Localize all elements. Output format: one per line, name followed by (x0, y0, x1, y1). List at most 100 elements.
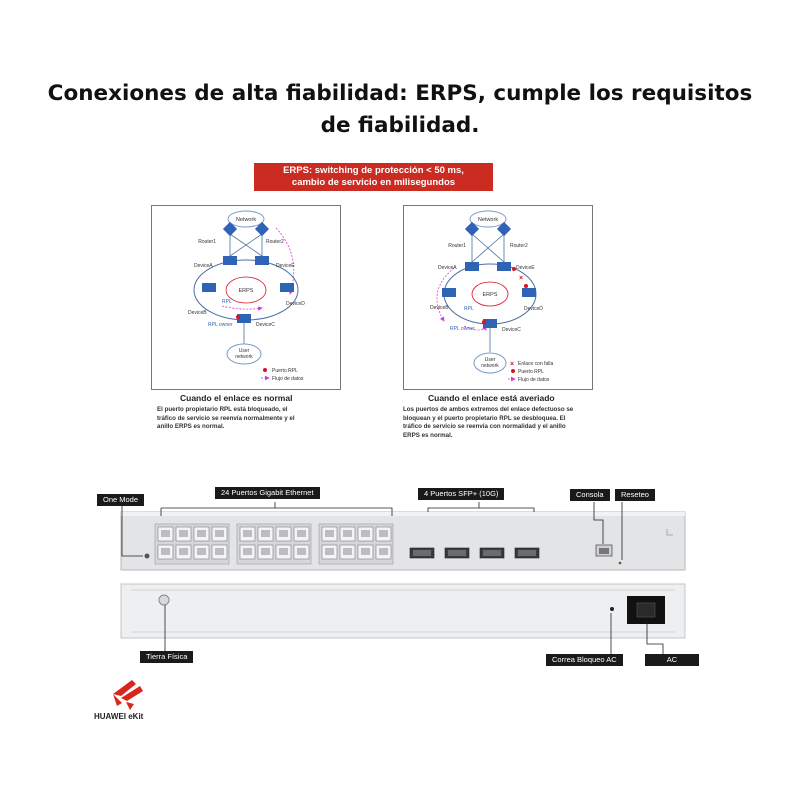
callout-lock: Correa Bloqueo AC (546, 654, 623, 666)
rj45-port-contact (161, 530, 170, 537)
rj45-port (321, 544, 338, 560)
rj45-port-contact (215, 548, 224, 555)
deviceA-label: DeviceA (194, 263, 213, 269)
rj45-port (357, 526, 374, 542)
rj45-port (157, 526, 174, 542)
console-port (595, 544, 613, 557)
sfp-port (444, 547, 470, 559)
rj45-port (293, 526, 310, 542)
switch-back-panel (120, 583, 686, 639)
rj45-port (157, 544, 174, 560)
erps-normal-svg: Network ERPS Router1 Router2 DeviceA Dev… (188, 210, 305, 382)
rj45-port (239, 526, 256, 542)
rj45-port-contact (361, 548, 370, 555)
rj45-block-1 (154, 523, 230, 565)
rj45-port-contact (197, 530, 206, 537)
deviceA-icon (465, 262, 479, 271)
rj45-port-contact (343, 530, 352, 537)
user-network-cloud (226, 343, 262, 365)
rj45-port-contact (243, 548, 252, 555)
deviceA-icon (223, 256, 237, 265)
rj45-port-contact (343, 548, 352, 555)
deviceD-label: DeviceD (286, 301, 305, 307)
sfp-port (409, 547, 435, 559)
rj45-port (375, 544, 392, 560)
rj45-port (175, 526, 192, 542)
rj45-port-contact (179, 548, 188, 555)
rj45-port (193, 526, 210, 542)
rj45-port (239, 544, 256, 560)
network-label: Network (236, 217, 256, 223)
legend-flow-label: Flujo de datos (518, 377, 550, 383)
rj45-port-contact (279, 548, 288, 555)
erps-fault-diagram: Network ERPS Router1 Router2 DeviceA Dev… (403, 205, 593, 390)
rj45-block-2 (236, 523, 312, 565)
rpl-port-dot (236, 315, 240, 319)
fault-x-icon: × (519, 275, 523, 282)
erps-banner: ERPS: switching de protección < 50 ms, c… (254, 163, 493, 191)
user-network-label-1: User (485, 357, 496, 363)
desc-normal-line-3: anillo ERPS es normal. (157, 423, 225, 430)
fault-port-dot-1 (512, 267, 516, 271)
rj45-port (175, 544, 192, 560)
erps-label: ERPS (239, 288, 254, 294)
deviceD-label: DeviceD (524, 306, 543, 312)
rj45-port-contact (161, 548, 170, 555)
router1-label: Router1 (198, 239, 216, 245)
fault-port-dot-2 (524, 284, 528, 288)
sfp-port-group (409, 547, 540, 559)
deviceC-label: DeviceC (502, 327, 521, 333)
data-flow-path-2 (221, 305, 263, 311)
rj45-port-contact (297, 530, 306, 537)
rj45-port (257, 544, 274, 560)
desc-fault-line-3: tráfico de servicio se reenvía con norma… (403, 423, 566, 430)
desc-fault-line-1: Los puertos de ambos extremos del enlace… (403, 406, 574, 413)
reset-pinhole (618, 561, 622, 565)
rj45-block-3 (318, 523, 394, 565)
caption-fault: Cuando el enlace está averiado (428, 393, 555, 403)
rj45-port-contact (179, 530, 188, 537)
legend-port-label: Puerto RPL (518, 369, 544, 375)
rpl-label: RPL (464, 306, 474, 312)
deviceB-icon (202, 283, 216, 292)
callout-ground: Tierra Física (140, 651, 194, 663)
deviceB-label: DeviceB (188, 310, 207, 316)
rj45-port (293, 544, 310, 560)
callout-one-mode: One Mode (97, 494, 145, 506)
router2-icon (496, 221, 512, 237)
deviceE-icon (255, 256, 269, 265)
sfp-port (479, 547, 505, 559)
one-mode-button (144, 553, 150, 559)
network-label: Network (478, 217, 498, 223)
switch-front-highlight (121, 512, 685, 516)
ac-inlet (627, 596, 665, 624)
deviceB-icon (442, 288, 456, 297)
user-network-label-1: User (239, 348, 250, 354)
title-line-2: de fiabilidad. (320, 113, 480, 138)
legend-fault-icon: × (510, 361, 514, 368)
rj45-port (321, 526, 338, 542)
callout-gigabit: 24 Puertos Gigabit Ethernet (215, 487, 320, 499)
erps-inner (471, 281, 509, 307)
desc-fault-line-4: ERPS es normal. (403, 431, 453, 439)
rj45-port-contact (279, 530, 288, 537)
desc-normal-line-1: El puerto propietario RPL está bloqueado… (157, 406, 288, 413)
desc-normal-line-2: tráfico de servicio se reenvía normalmen… (157, 414, 295, 422)
rj45-port (211, 526, 228, 542)
deviceE-label: DeviceE (516, 265, 535, 271)
rj45-port (339, 526, 356, 542)
rj45-port-contact (197, 548, 206, 555)
router2-label: Router2 (266, 239, 284, 245)
rj45-port-contact (361, 530, 370, 537)
rpl-owner-label: RPL owner (208, 322, 233, 328)
router2-icon (254, 221, 270, 237)
caption-normal: Cuando el enlace es normal (180, 393, 293, 403)
lock-hole (610, 607, 614, 611)
switch-front-panel (120, 511, 686, 571)
callout-console: Consola (570, 489, 610, 501)
rj45-port-contact (297, 548, 306, 555)
deviceE-label: DeviceE (276, 263, 295, 269)
deviceE-icon (497, 262, 511, 271)
sfp-port-cage (518, 550, 536, 556)
rj45-port (375, 526, 392, 542)
